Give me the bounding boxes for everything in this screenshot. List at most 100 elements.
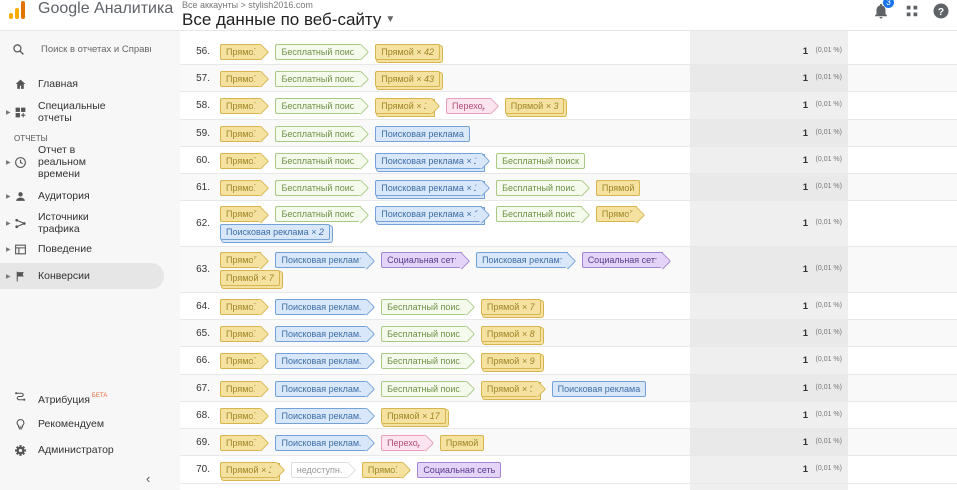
channel-tag[interactable]: Поисковая реклама <box>551 380 647 397</box>
expand-arrow-icon: ▶ <box>6 159 11 166</box>
channel-tag[interactable]: Прямой × 17 <box>381 407 446 424</box>
channel-tag[interactable]: Прямой <box>220 352 262 369</box>
channel-tag[interactable]: Бесплатный поиск <box>381 352 467 369</box>
channel-tag[interactable]: Прямой <box>439 434 485 451</box>
channel-tag[interactable]: Поисковая реклама × 2 <box>375 206 483 222</box>
channel-tag[interactable]: Бесплатный поиск <box>275 152 362 169</box>
channel-tag[interactable]: Прямой <box>595 206 638 222</box>
channel-tag[interactable]: Прямой <box>220 325 262 342</box>
channel-tag[interactable]: Прямой × 9 <box>480 380 538 397</box>
channel-tag[interactable]: Переход <box>381 434 426 451</box>
gear-icon <box>15 444 26 456</box>
channel-tag[interactable]: Поисковая реклама <box>476 252 568 268</box>
channel-tag[interactable]: Поисковая реклама <box>275 252 368 268</box>
channel-tag[interactable]: Прямой <box>220 43 262 60</box>
sidebar-item-1[interactable]: Главная <box>0 74 164 94</box>
sidebar-item-9[interactable]: Рекомендуем <box>0 414 164 434</box>
channel-tag[interactable]: Поисковая реклама <box>275 325 368 342</box>
channel-tag[interactable]: Поисковая реклама <box>275 407 368 424</box>
channel-tag[interactable]: Социальная сеть <box>417 461 502 478</box>
channel-tag[interactable]: Прямой × 2 <box>375 97 432 114</box>
channel-tag[interactable]: Бесплатный поиск <box>275 206 362 222</box>
channel-tag[interactable]: Поисковая реклама <box>275 434 368 451</box>
chevron-left-icon[interactable]: ‹ <box>146 471 151 486</box>
flag-icon <box>16 271 24 281</box>
channel-tag[interactable]: Прямой × 42 <box>375 43 440 60</box>
channel-tag[interactable]: Поисковая реклама × 2 <box>220 224 330 240</box>
channel-tag[interactable]: Прямой × 7 <box>480 298 541 315</box>
channel-tag[interactable]: Бесплатный поиск <box>275 70 362 87</box>
sidebar-item-7[interactable]: ▶Конверсии <box>0 263 164 289</box>
channel-tag[interactable]: Поисковая реклама <box>275 298 368 315</box>
row-number: 65. <box>196 327 210 339</box>
row-number: 59. <box>196 127 210 139</box>
channel-tag[interactable]: Прямой <box>220 252 262 268</box>
channel-tag[interactable]: Прямой <box>220 70 262 87</box>
help-icon[interactable]: ? <box>932 2 950 20</box>
channel-tag[interactable]: Прямой <box>220 206 262 222</box>
channel-tag[interactable]: Прямой <box>220 380 262 397</box>
row-number: 67. <box>196 382 210 394</box>
search-icon <box>13 44 24 55</box>
channel-tag[interactable]: Прямой × 9 <box>480 352 541 369</box>
channel-tag[interactable]: Прямой × 2 <box>220 461 277 478</box>
report-search[interactable]: Поиск в отчетах и Справке <box>0 37 180 63</box>
channel-tag[interactable]: Бесплатный поиск <box>496 179 582 196</box>
channel-tag[interactable]: Бесплатный поиск <box>381 380 467 397</box>
channel-tag[interactable]: Прямой × 7 <box>220 270 280 286</box>
channel-tag[interactable]: Прямой <box>220 434 262 451</box>
conversion-path: Прямой Поисковая реклама Бесплатный поиск П… <box>220 352 680 369</box>
channel-tag[interactable]: Бесплатный поиск <box>275 125 362 142</box>
channel-tag[interactable]: Поисковая реклама × 2 <box>375 179 483 196</box>
sidebar-item-label: Конверсии <box>38 270 90 282</box>
sidebar-item-10[interactable]: Администратор <box>0 440 164 460</box>
channel-tag[interactable]: Прямой × 3 <box>504 97 565 114</box>
channel-tag[interactable]: Прямой × 8 <box>480 325 541 342</box>
channel-tag[interactable]: Прямой <box>361 461 404 478</box>
channel-tag[interactable]: Прямой <box>220 125 262 142</box>
channel-tag[interactable]: Переход <box>445 97 491 114</box>
conversion-path: Прямой Поисковая реклама Прямой × 17 <box>220 407 680 424</box>
row-number: 64. <box>196 300 210 312</box>
apps-grid-icon[interactable] <box>903 2 921 20</box>
conversion-path: Прямой × 2 недоступно Прямой Социальная сет… <box>220 461 680 478</box>
channel-tag[interactable]: Прямой × 43 <box>375 70 440 87</box>
channel-tag[interactable]: Социальная сеть <box>381 252 463 268</box>
channel-tag[interactable]: Прямой <box>220 152 262 169</box>
expand-arrow-icon: ▶ <box>6 246 11 253</box>
channel-tag[interactable]: Прямой <box>220 97 262 114</box>
channel-tag[interactable]: Бесплатный поиск <box>275 179 362 196</box>
breadcrumb[interactable]: Все аккаунты > stylish2016.com <box>182 0 313 10</box>
row-number: 63. <box>196 264 210 275</box>
channel-tag[interactable]: Социальная сеть <box>581 252 663 268</box>
channel-tag[interactable]: Прямой <box>595 179 641 196</box>
bell-icon[interactable] <box>872 2 890 20</box>
channel-tag[interactable]: Поисковая реклама <box>375 125 470 142</box>
channel-tag[interactable]: недоступно <box>290 461 348 478</box>
channel-tag[interactable]: Поисковая реклама <box>275 352 368 369</box>
view-selector[interactable]: Все данные по веб-сайту▼ <box>182 10 395 29</box>
analytics-logo[interactable] <box>9 1 27 19</box>
channel-tag[interactable]: Бесплатный поиск <box>496 206 582 222</box>
channel-tag[interactable]: Поисковая реклама × 2 <box>375 152 483 169</box>
channel-tag[interactable]: Прямой <box>220 298 262 315</box>
table-row: 67. Прямой Поисковая реклама Бесплатный пои… <box>180 375 957 402</box>
channel-tag[interactable]: Бесплатный поиск <box>496 152 585 169</box>
channel-tag[interactable]: Бесплатный поиск <box>275 43 362 60</box>
channel-tag[interactable]: Прямой <box>220 179 262 196</box>
channel-tag[interactable]: Поисковая реклама <box>275 380 368 397</box>
channel-tag[interactable]: Бесплатный поиск <box>381 298 467 315</box>
channel-tag[interactable]: Бесплатный поиск <box>275 97 362 114</box>
channel-tag[interactable]: Прямой <box>220 407 262 424</box>
sidebar-item-4[interactable]: ▶Аудитория <box>0 186 164 206</box>
sidebar-item-6[interactable]: ▶Поведение <box>0 239 164 259</box>
beta-badge: БЕТА <box>91 393 108 399</box>
channel-tag[interactable]: Бесплатный поиск <box>381 325 467 342</box>
